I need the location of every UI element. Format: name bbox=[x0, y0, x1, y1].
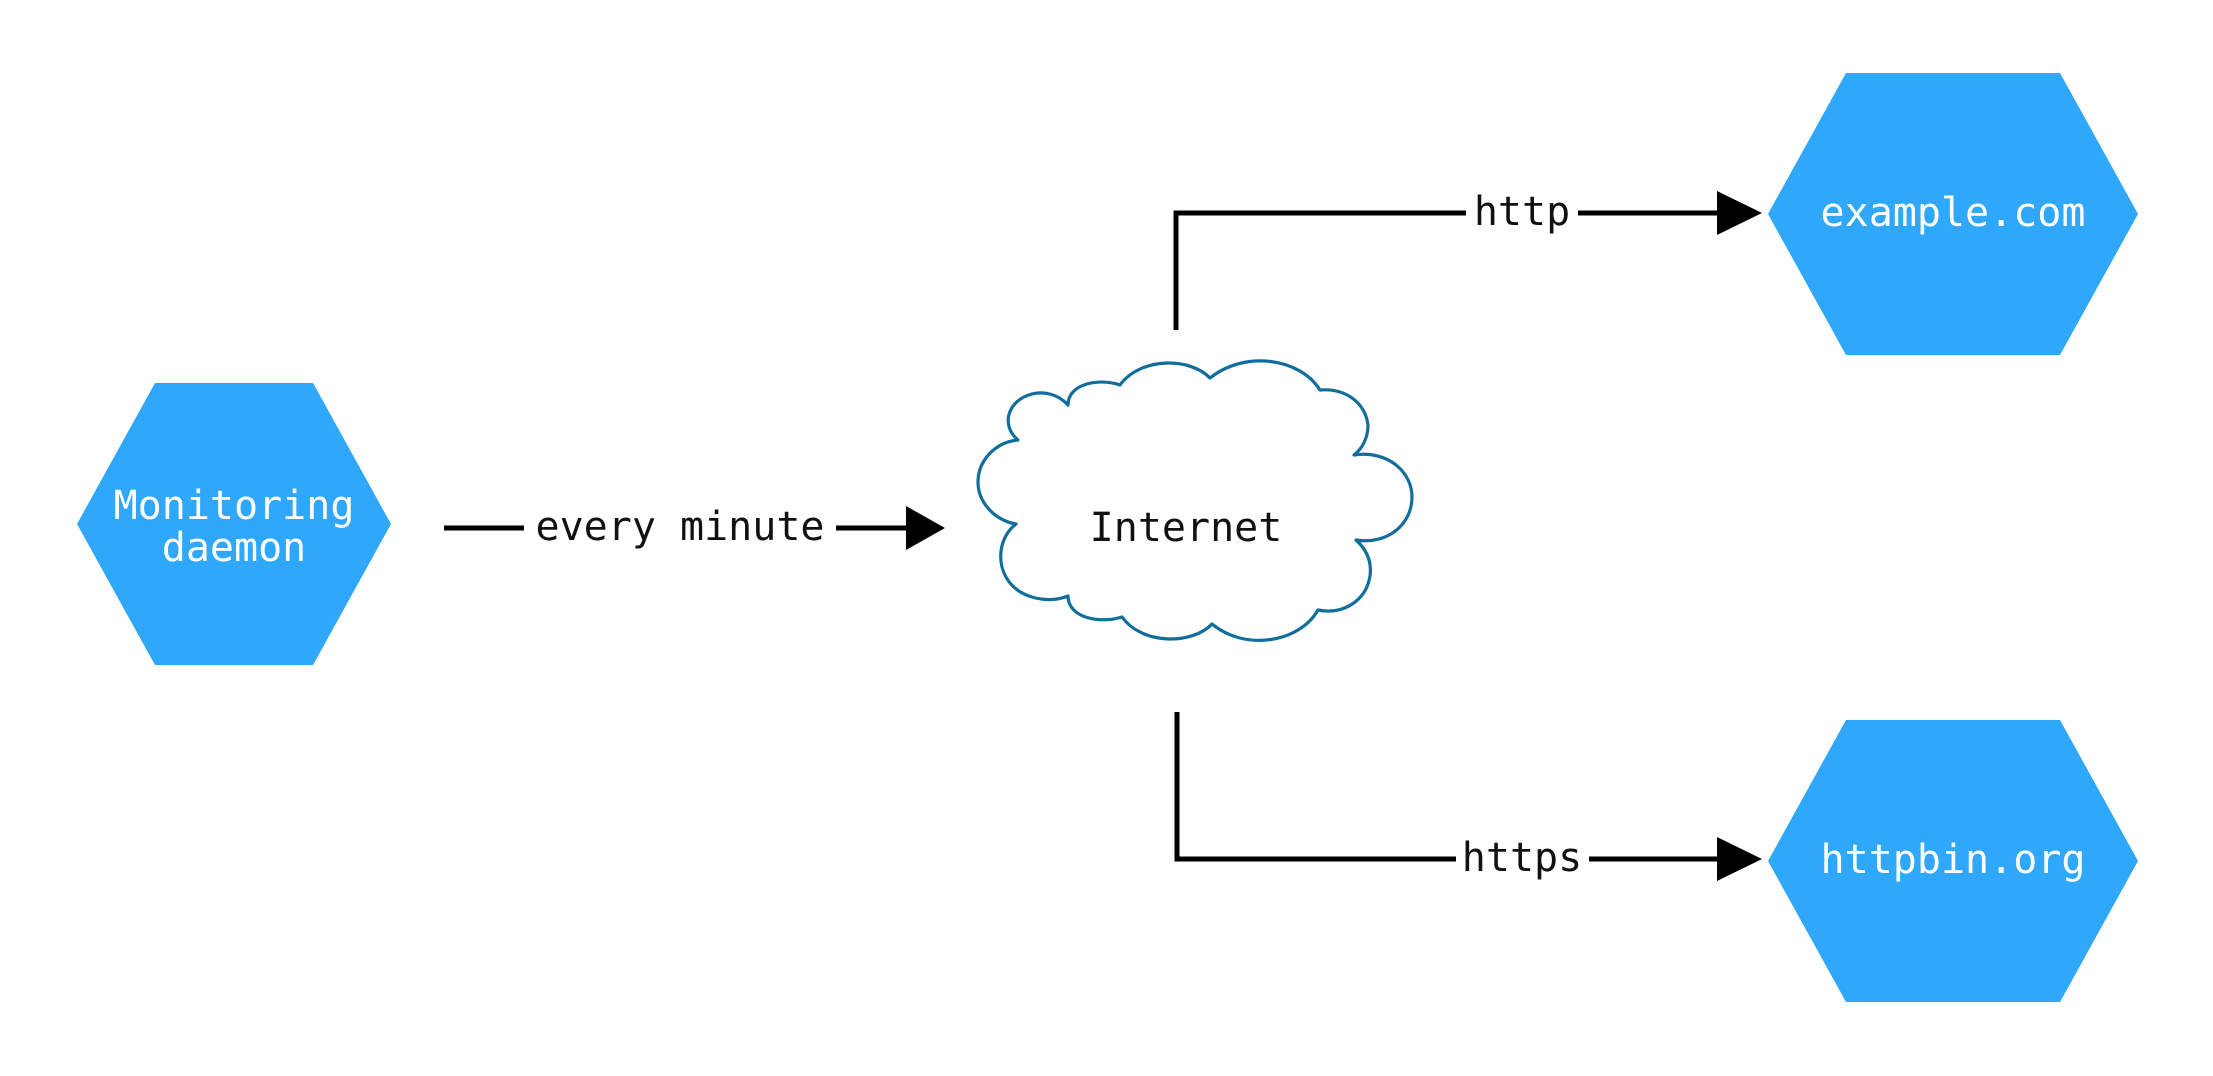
edge-label-every-minute: every minute bbox=[536, 504, 825, 550]
arrowhead-icon bbox=[1717, 191, 1762, 235]
node-monitoring-daemon[interactable]: Monitoring daemon bbox=[77, 383, 391, 665]
node-label-monitoring-daemon-line1: Monitoring bbox=[114, 483, 355, 529]
node-internet[interactable]: Internet bbox=[976, 359, 1414, 642]
node-httpbin-org[interactable]: httpbin.org bbox=[1768, 720, 2138, 1002]
hexagon-shape bbox=[77, 383, 391, 665]
edge-label-https: https bbox=[1462, 835, 1582, 881]
cloud-shape bbox=[976, 359, 1414, 642]
node-label-example-com: example.com bbox=[1821, 190, 2086, 236]
arrowhead-icon bbox=[1717, 837, 1762, 881]
edge-internet-to-example: http bbox=[1173, 189, 1762, 330]
node-example-com[interactable]: example.com bbox=[1768, 73, 2138, 355]
node-label-monitoring-daemon-line2: daemon bbox=[162, 525, 307, 571]
edge-daemon-to-internet: every minute bbox=[444, 504, 945, 550]
edge-internet-to-httpbin: https bbox=[1174, 712, 1762, 881]
node-label-internet: Internet bbox=[1090, 505, 1283, 551]
hexagon-shape bbox=[1768, 73, 2138, 355]
edge-label-http: http bbox=[1474, 189, 1570, 235]
arrowhead-icon bbox=[906, 506, 945, 550]
edge-elbow-https-left bbox=[1174, 712, 1456, 862]
node-label-httpbin-org: httpbin.org bbox=[1821, 837, 2086, 883]
hexagon-shape bbox=[1768, 720, 2138, 1002]
edge-elbow-http-left bbox=[1173, 210, 1466, 330]
